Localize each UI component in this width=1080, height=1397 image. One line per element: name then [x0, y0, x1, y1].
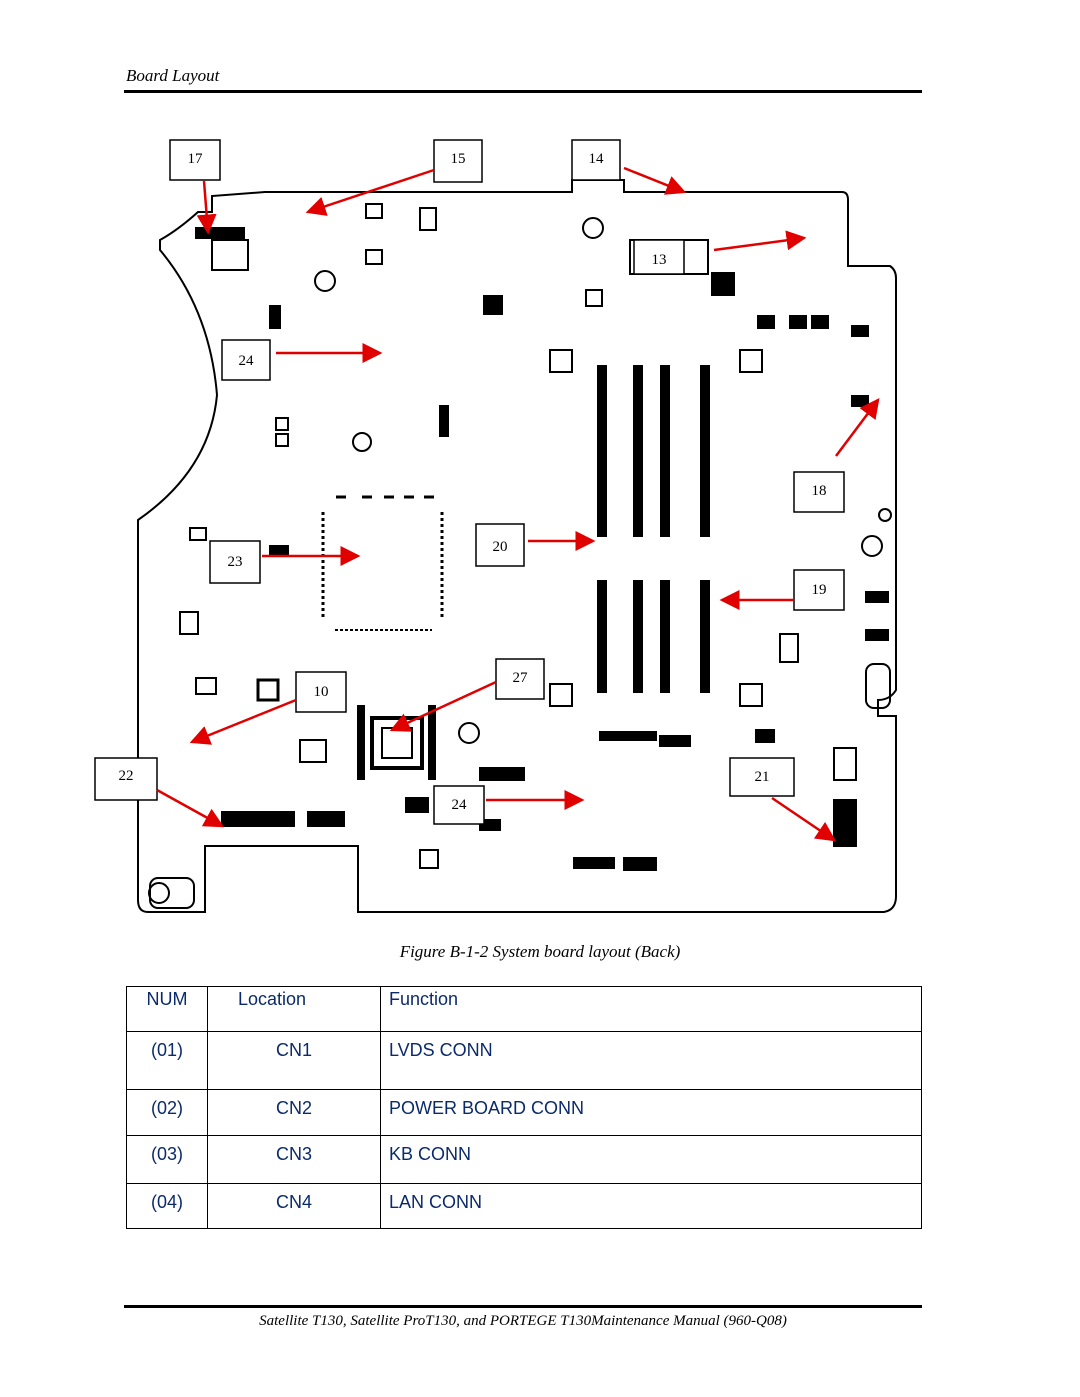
row-num: (01): [126, 1031, 208, 1090]
system-board-diagram: 17 15 14 13 24 18 20 23 19 27 10 22 21 2…: [94, 139, 897, 913]
footer-rule: [124, 1305, 922, 1308]
board-components: [148, 203, 892, 909]
row-location: CN2: [207, 1089, 381, 1136]
table-row: (02) CN2 POWER BOARD CONN: [126, 1089, 922, 1136]
callout-18: 18: [812, 483, 827, 499]
header-num: NUM: [126, 986, 208, 1032]
callout-23: 23: [228, 554, 243, 570]
row-location: CN3: [207, 1135, 381, 1184]
board-outline: [137, 179, 897, 913]
callout-22: 22: [119, 768, 134, 784]
callout-21: 21: [755, 769, 770, 785]
table-header-row: NUM Location Function: [126, 986, 922, 1032]
callout-boxes: [94, 139, 845, 825]
callout-labels: 17 15 14 13 24 18 20 23 19 27 10 22 21 2…: [119, 151, 827, 813]
table-row: (03) CN3 KB CONN: [126, 1135, 922, 1184]
callout-24-bottom: 24: [452, 797, 468, 813]
callout-17: 17: [188, 151, 204, 167]
callout-19: 19: [812, 582, 827, 598]
row-function: LVDS CONN: [380, 1031, 922, 1090]
connector-table: NUM Location Function (01) CN1 LVDS CONN…: [126, 986, 922, 1229]
row-num: (03): [126, 1135, 208, 1184]
callout-13: 13: [652, 252, 667, 268]
callout-15: 15: [451, 151, 466, 167]
table-row: (01) CN1 LVDS CONN: [126, 1031, 922, 1090]
callout-arrows: [156, 166, 880, 842]
cpu-socket: [321, 495, 444, 631]
page-header-title: Board Layout: [126, 66, 220, 85]
callout-20: 20: [493, 539, 508, 555]
row-function: POWER BOARD CONN: [380, 1089, 922, 1136]
table-row: (04) CN4 LAN CONN: [126, 1183, 922, 1229]
page-footer: Satellite T130, Satellite ProT130, and P…: [259, 1313, 787, 1329]
header-function: Function: [380, 986, 922, 1032]
row-function: LAN CONN: [380, 1183, 922, 1229]
figure-caption: Figure B-1-2 System board layout (Back): [399, 942, 681, 961]
row-num: (02): [126, 1089, 208, 1136]
row-function: KB CONN: [380, 1135, 922, 1184]
memory-slots: [597, 365, 710, 693]
callout-14: 14: [589, 151, 605, 167]
header-rule: [124, 90, 922, 93]
header-location: Location: [207, 986, 381, 1032]
row-num: (04): [126, 1183, 208, 1229]
callout-24-top: 24: [239, 353, 255, 369]
row-location: CN4: [207, 1183, 381, 1229]
row-location: CN1: [207, 1031, 381, 1090]
callout-27: 27: [513, 670, 529, 686]
callout-10: 10: [314, 684, 329, 700]
